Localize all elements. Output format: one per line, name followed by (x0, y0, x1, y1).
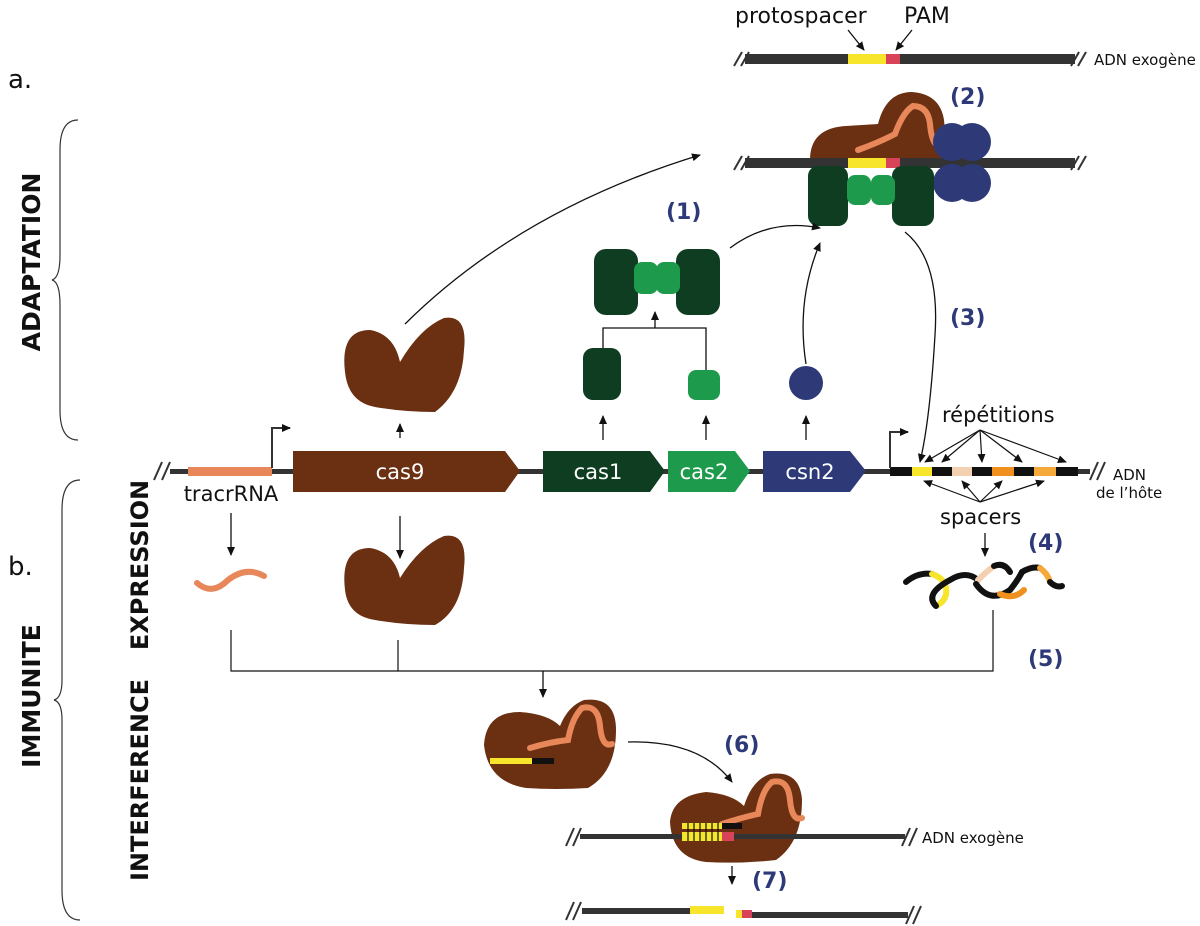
cas9-gene (293, 451, 520, 492)
target-recognition (565, 773, 918, 863)
cas1-gene (543, 451, 665, 492)
convergence-lines (230, 610, 994, 672)
expression-title: EXPRESSION (126, 480, 154, 650)
cas2-gene-label: cas2 (680, 460, 729, 484)
acquisition-complex (733, 92, 1087, 226)
cas9-gene-label: cas9 (376, 460, 425, 484)
csn2-to-complex-arrow (802, 242, 821, 365)
interference-title: INTERFERENCE (126, 679, 154, 881)
host-genome (153, 424, 1106, 492)
exo-dna-bottom-label: ADN exogène (922, 829, 1024, 847)
immunite-brace (53, 479, 81, 921)
section-a-label: a. (8, 65, 32, 95)
pre-crrna (903, 561, 1065, 609)
cas2-protein (688, 370, 720, 400)
section-b-label: b. (8, 552, 33, 582)
cas2-gene (668, 451, 750, 492)
cas9-protein-expressed (344, 535, 465, 625)
exogenous-dna-top (733, 51, 1087, 67)
spacer-integration-arrow (904, 231, 937, 463)
step-4-label: (4) (1028, 531, 1063, 556)
host-dna-label-2: de l’hôte (1096, 484, 1162, 502)
adaptation-brace (51, 119, 79, 441)
step-6-label: (6) (724, 733, 759, 758)
step-2-label: (2) (950, 85, 985, 110)
step-1-label: (1) (666, 200, 701, 225)
cas9-to-complex-arrow (404, 153, 701, 325)
tracr-label: tracrRNA (184, 482, 279, 506)
tracr-rna (194, 568, 267, 592)
pam-label: PAM (904, 4, 950, 29)
protospacer-arrow (847, 29, 865, 51)
repetitions-label: répétitions (942, 403, 1055, 427)
spacers-arrows (923, 479, 1045, 503)
step-3-label: (3) (950, 306, 985, 331)
cleaved-dna (565, 901, 922, 925)
host-dna-label-1: ADN (1113, 466, 1146, 484)
crispr-array (890, 467, 1078, 476)
spacers-label: spacers (940, 505, 1021, 529)
adaptation-title: ADAPTATION (17, 173, 46, 352)
pam-arrow (895, 29, 913, 51)
csn2-gene (763, 451, 866, 492)
cas1-cas2-complex (594, 249, 720, 315)
cas9-guide-complex (484, 699, 616, 789)
cas1-protein (583, 348, 621, 400)
cas9-protein-top (344, 317, 465, 412)
step1-to-complex-arrow (729, 222, 821, 249)
repetitions-arrows (924, 429, 1067, 463)
step-5-label: (5) (1028, 647, 1063, 672)
cas1-gene-label: cas1 (574, 460, 623, 484)
exo-dna-top-label: ADN exogène (1094, 51, 1196, 69)
targeting-arrow (627, 741, 733, 783)
tracr-gene (188, 467, 272, 476)
protospacer-label: protospacer (735, 4, 868, 29)
csn2-gene-label: csn2 (785, 460, 834, 484)
csn2-protein (789, 366, 823, 400)
step-7-label: (7) (752, 869, 787, 894)
immunite-title: IMMUNITE (17, 624, 46, 768)
